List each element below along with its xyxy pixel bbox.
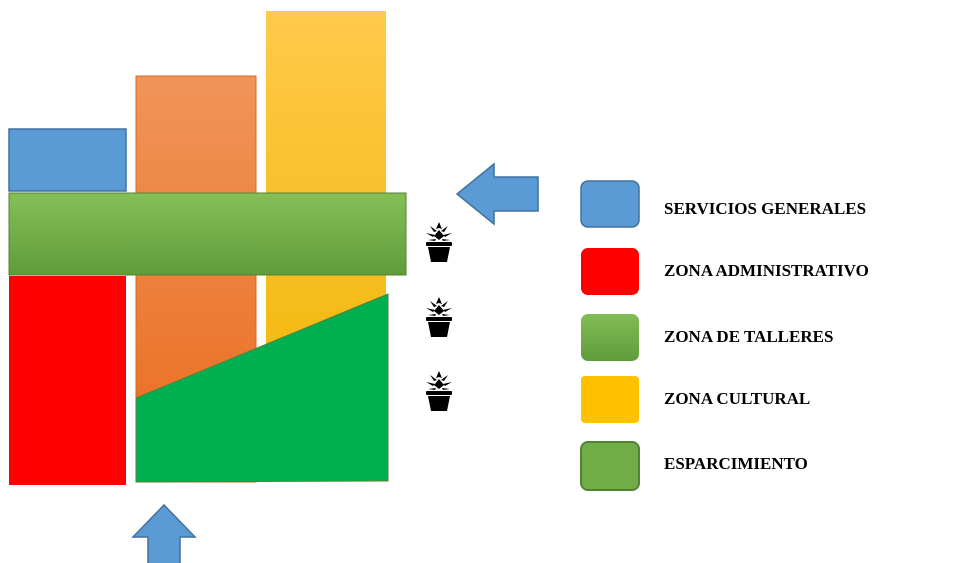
legend-label-cultural: ZONA CULTURAL bbox=[664, 389, 811, 408]
administrativo-column bbox=[9, 276, 126, 485]
potted-plant-icon bbox=[426, 371, 452, 411]
legend-label-esparcimiento: ESPARCIMIENTO bbox=[664, 454, 808, 473]
legend-label-talleres: ZONA DE TALLERES bbox=[664, 327, 834, 346]
talleres-bar bbox=[8, 192, 407, 276]
potted-plant-icon bbox=[426, 297, 452, 337]
legend-label-administrativo: ZONA ADMINISTRATIVO bbox=[664, 261, 869, 280]
servicios-generales-block bbox=[8, 128, 127, 192]
up-arrow-icon bbox=[131, 503, 197, 563]
left-arrow-icon bbox=[455, 162, 539, 226]
legend-swatch-talleres bbox=[581, 314, 639, 361]
legend-swatch-administrativo bbox=[581, 248, 639, 295]
esparcimiento-area bbox=[135, 293, 389, 483]
legend-label-servicios: SERVICIOS GENERALES bbox=[664, 199, 867, 218]
potted-plant-icon bbox=[426, 222, 452, 262]
legend-swatch-cultural bbox=[581, 376, 639, 423]
legend-swatch-esparcimiento bbox=[580, 441, 640, 491]
legend-swatch-servicios bbox=[580, 180, 640, 228]
